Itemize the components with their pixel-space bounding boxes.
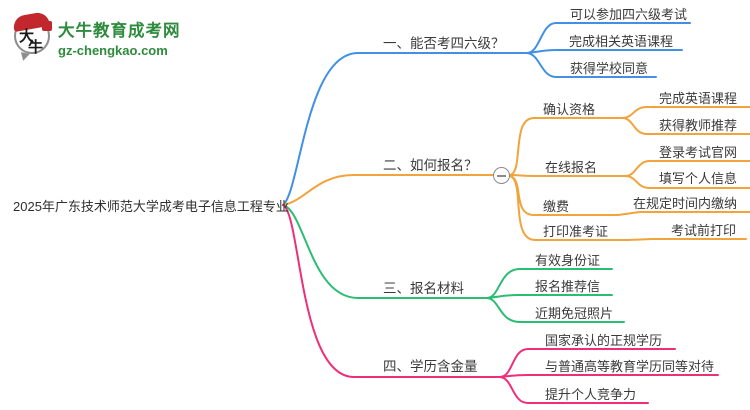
logo-speech-bubble-icon: 大 牛 [11,10,54,62]
branch-2-lines [282,106,750,241]
site-domain: gz-chengkao.com [58,42,168,58]
child-node[interactable]: 在线报名 [545,160,598,175]
child-node[interactable]: 报名推荐信 [535,279,601,294]
child-node[interactable]: 提升个人竞争力 [545,387,637,402]
branch-1-lines [282,22,691,206]
branch-node-2[interactable]: 二、如何报名？ [383,158,478,173]
child-node[interactable]: 确认资格 [543,102,596,117]
child-node[interactable]: 近期免冠照片 [535,306,614,321]
child-node[interactable]: 可以参加四六级考试 [570,7,688,22]
mindmap-root-node[interactable]: 2025年广东技术师范大学成考电子信息工程专业 [13,199,289,214]
child-node[interactable]: 完成相关英语课程 [569,34,674,49]
logo-bubble-char-1: 大 [19,28,35,45]
branch-node-1[interactable]: 一、能否考四六级？ [383,36,505,51]
grandchild-node[interactable]: 考试前打印 [671,223,737,238]
grandchild-node[interactable]: 获得教师推荐 [659,118,738,133]
branch-3-lines [282,204,625,323]
child-node[interactable]: 有效身份证 [535,253,601,268]
child-node[interactable]: 与普通高等教育学历同等对待 [545,359,715,374]
logo-red-seal-icon [42,21,52,31]
branch-node-3[interactable]: 三、报名材料 [383,281,464,296]
grandchild-node[interactable]: 登录考试官网 [659,145,738,160]
child-node[interactable]: 打印准考证 [543,224,609,239]
logo-bubble-char-2: 牛 [28,39,44,56]
branch-node-4[interactable]: 四、学历含金量 [383,359,478,374]
child-node[interactable]: 获得学校同意 [570,61,649,76]
site-logo[interactable]: 大 牛 大牛教育成考网 gz-chengkao.com [11,10,181,62]
collapse-toggle-button[interactable] [493,167,510,184]
logo-bubble-tail [19,52,30,62]
site-name: 大牛教育成考网 [58,21,181,40]
child-node[interactable]: 缴费 [543,199,570,214]
child-node[interactable]: 国家承认的正规学历 [545,333,663,348]
minus-icon [497,174,506,177]
grandchild-node[interactable]: 完成英语课程 [659,91,738,106]
grandchild-node[interactable]: 填写个人信息 [659,171,738,186]
branch-4-lines [282,204,719,404]
grandchild-node[interactable]: 在规定时间内缴纳 [633,196,738,211]
